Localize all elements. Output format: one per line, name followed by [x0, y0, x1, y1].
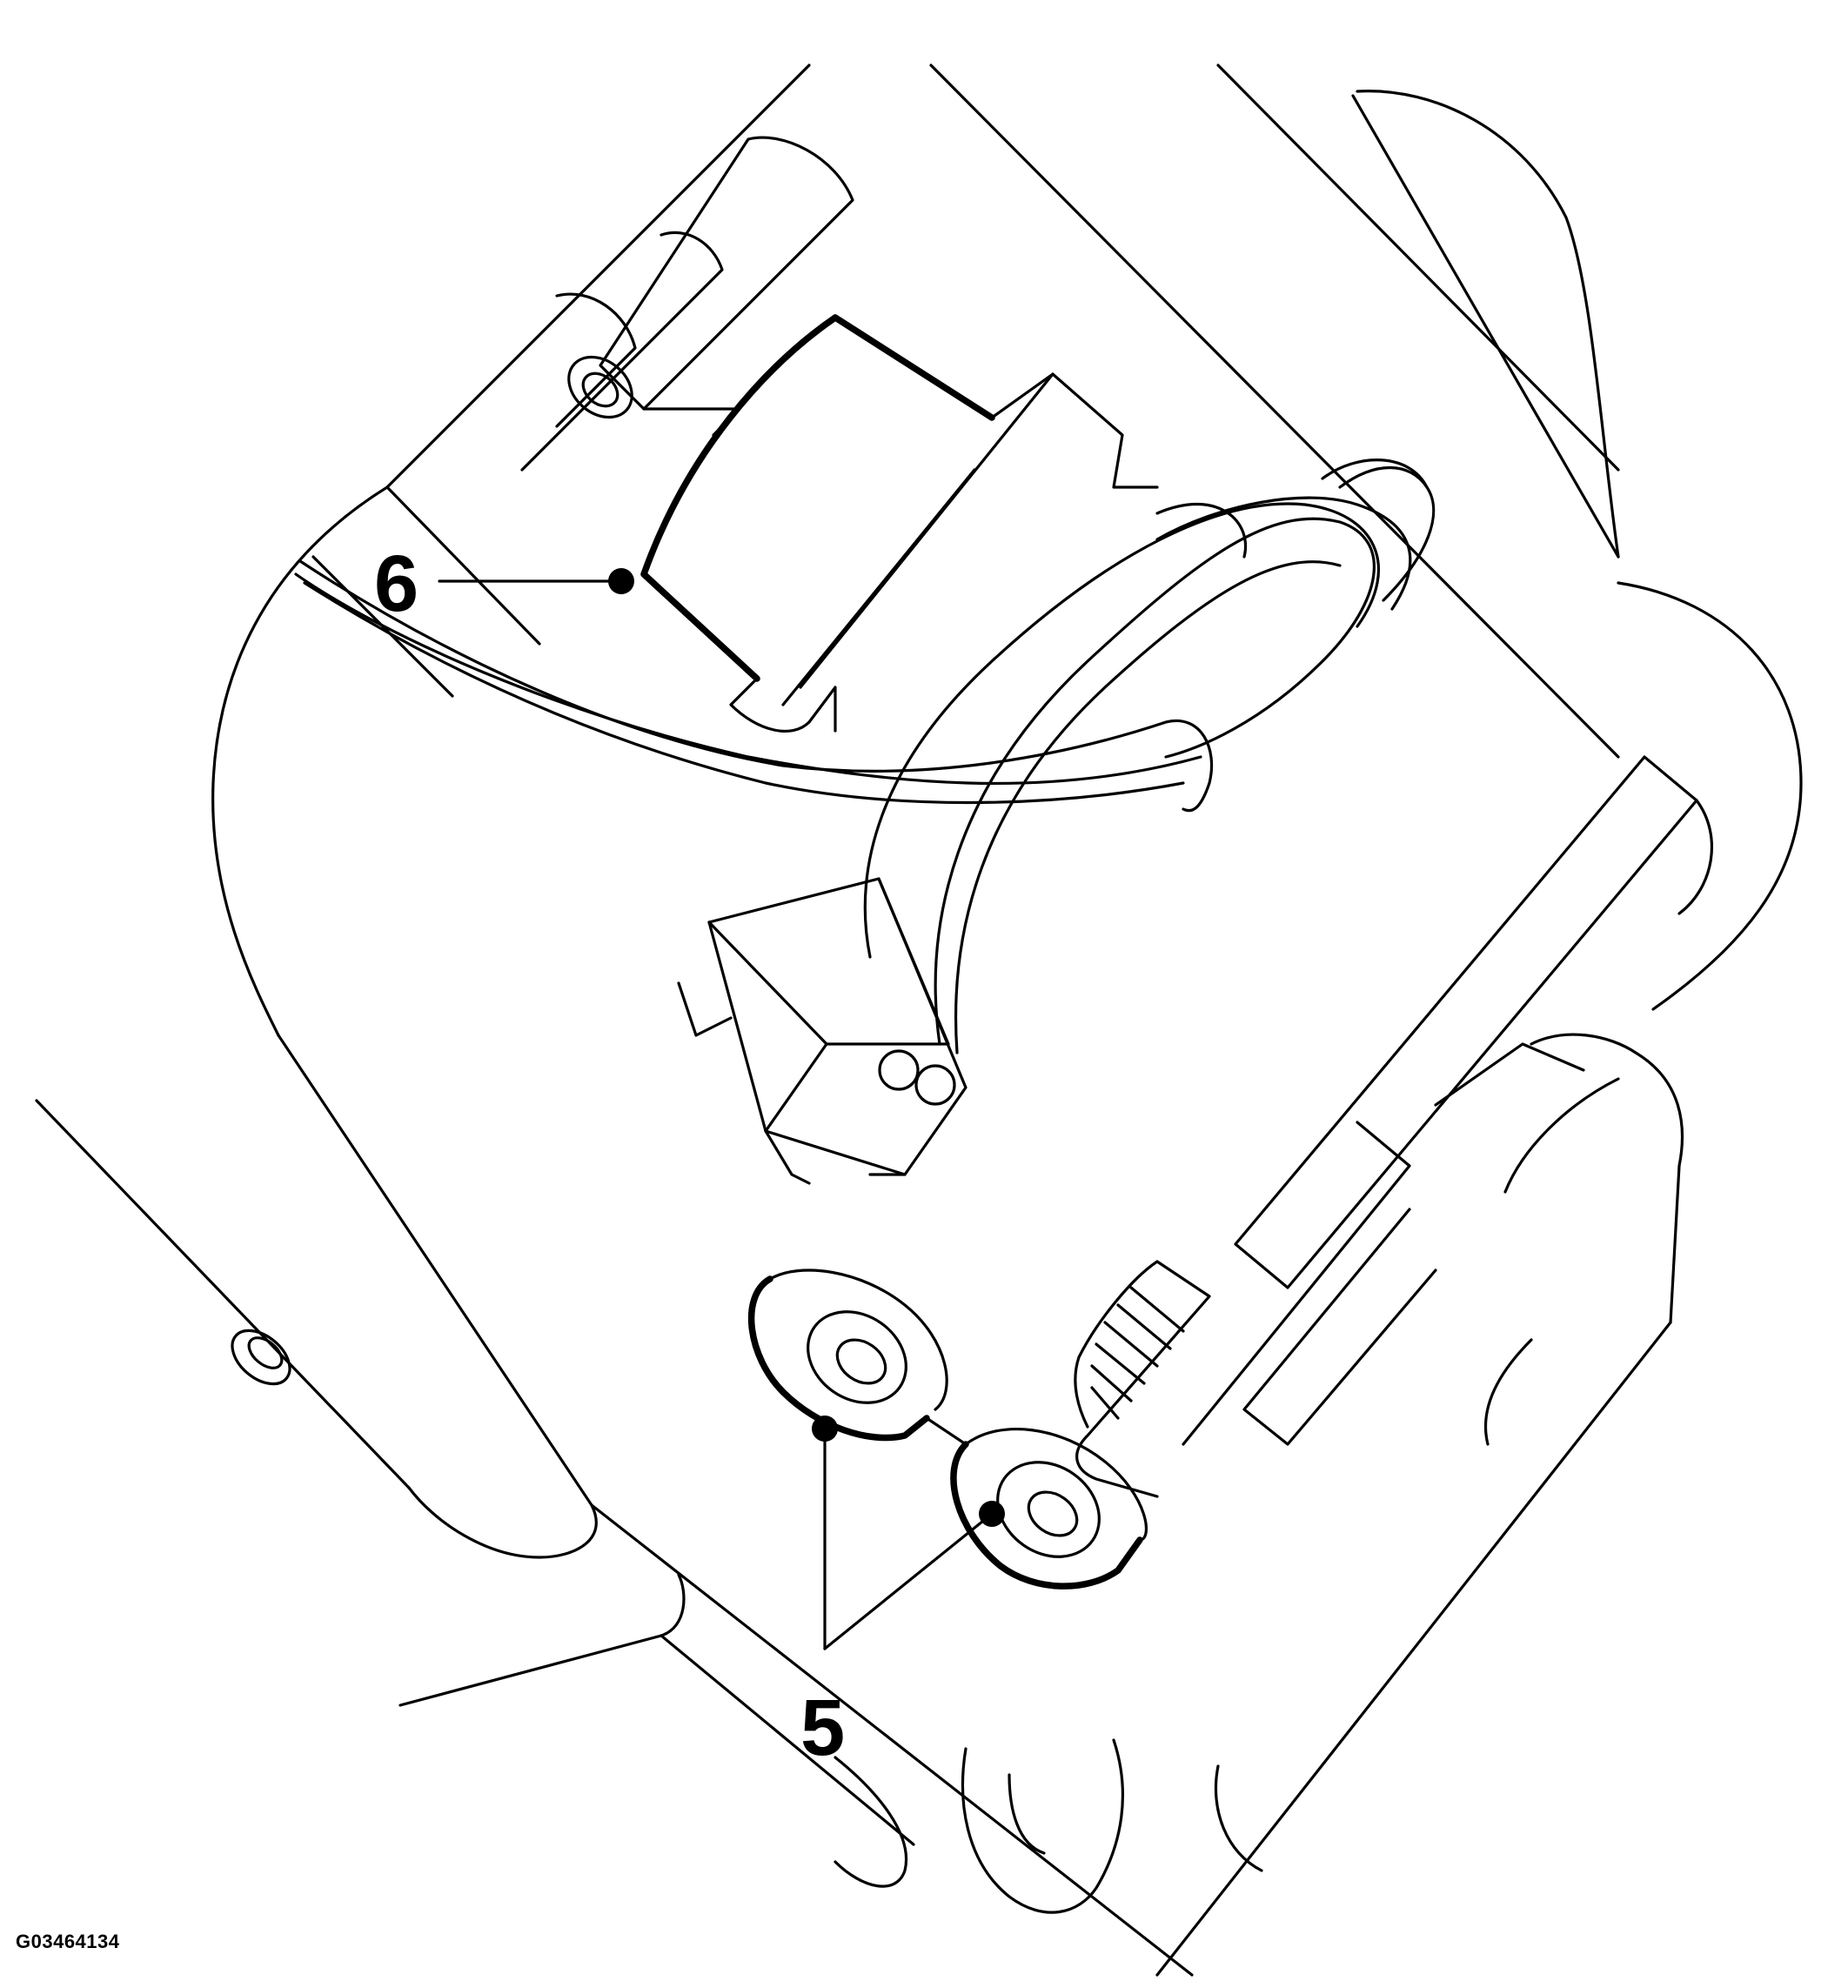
callout-5-dot-left [812, 1416, 838, 1442]
upper-component [640, 314, 1159, 733]
callout-5-leader [812, 1416, 1005, 1650]
figure-id: G03464134 [16, 1931, 120, 1952]
callout-6-dot [608, 568, 634, 594]
callout-5-label: 5 [800, 1683, 845, 1772]
bushing-left [747, 1268, 948, 1442]
right-bracket [1182, 755, 1714, 1446]
callout-6-label: 6 [374, 539, 418, 628]
wiring-harness [863, 459, 1436, 1054]
cable-bar [298, 503, 1247, 813]
housing-outline [35, 64, 1803, 1977]
callout-5-dot-right [979, 1501, 1005, 1527]
left-mounts [311, 136, 854, 698]
callout-6-leader [438, 568, 634, 594]
bushing-right [925, 1416, 1148, 1590]
threaded-rod [1074, 1260, 1211, 1498]
connector-block [677, 877, 968, 1185]
